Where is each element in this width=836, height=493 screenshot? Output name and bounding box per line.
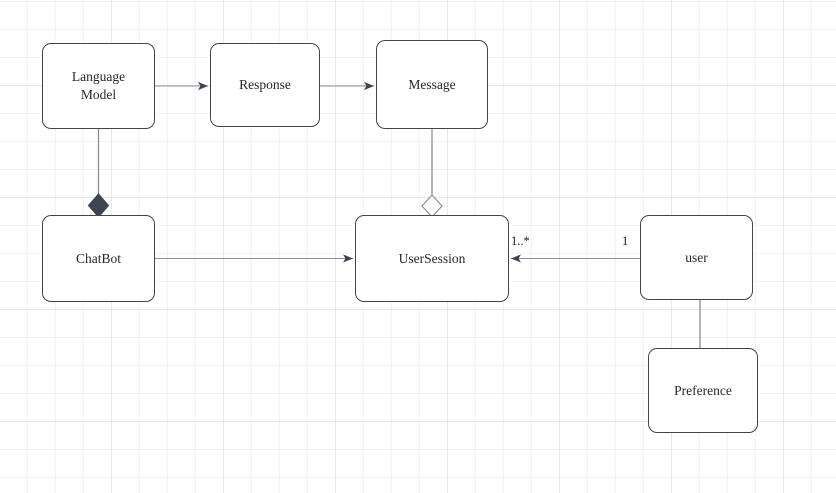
node-user-label: user: [685, 249, 708, 265]
node-response[interactable]: Response: [210, 43, 320, 127]
edge-language-model-to-chatbot-composition: [87, 129, 110, 218]
node-user-session-label: UserSession: [398, 250, 466, 266]
node-message-label: Message: [408, 76, 456, 92]
node-message[interactable]: Message: [376, 40, 488, 129]
node-language-model-label: Language Model: [71, 69, 126, 102]
node-user-session[interactable]: UserSession: [355, 215, 509, 302]
edge-label-multiplicity-one: 1: [622, 234, 629, 248]
edge-label-multiplicity-many: 1..*: [511, 234, 530, 248]
node-preference-label: Preference: [674, 382, 732, 398]
node-preference[interactable]: Preference: [648, 348, 758, 433]
node-user[interactable]: user: [640, 215, 753, 300]
hollow-diamond-marker: [421, 194, 443, 218]
node-chatbot-label: ChatBot: [75, 250, 121, 266]
node-chatbot[interactable]: ChatBot: [42, 215, 155, 302]
node-response-label: Response: [239, 77, 291, 93]
node-language-model[interactable]: Language Model: [42, 43, 155, 129]
filled-diamond-marker: [87, 193, 110, 218]
edge-message-to-usersession-aggregation: [421, 129, 443, 218]
